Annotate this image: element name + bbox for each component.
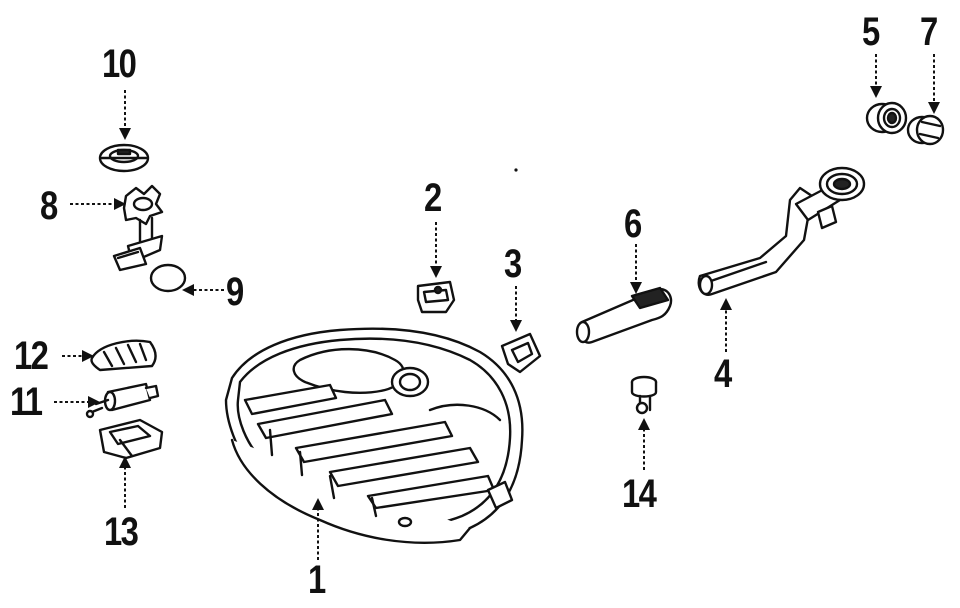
callout-2: 2: [424, 176, 442, 220]
callout-8: 8: [40, 184, 58, 228]
bracket-part-13: [98, 418, 164, 460]
fuel-tank-part-1: [224, 327, 524, 544]
leader-lines: [54, 54, 940, 560]
speck: [514, 168, 518, 172]
fuel-cap-part-7: [906, 114, 945, 146]
callout-14: 14: [622, 472, 657, 516]
callout-10: 10: [102, 42, 137, 86]
callout-11: 11: [10, 380, 43, 424]
callout-9: 9: [226, 270, 244, 314]
lock-ring-part-10: [98, 143, 150, 173]
strainer-part-9: [149, 263, 187, 293]
callout-5: 5: [862, 10, 880, 54]
hose-part-6: [575, 286, 673, 344]
cap-seal-part-5: [865, 101, 908, 135]
fuel-filter-part-11: [85, 382, 160, 419]
callout-13: 13: [104, 510, 139, 554]
shield-part-12: [90, 339, 157, 372]
filler-pipe-part-4: [697, 166, 866, 296]
callout-7: 7: [920, 10, 938, 54]
fuel-pump-assembly-part-8: [112, 184, 164, 272]
clip-part-14: [630, 375, 658, 415]
callout-12: 12: [14, 334, 49, 378]
callout-3: 3: [504, 242, 522, 286]
bracket-part-2: [416, 280, 456, 314]
callout-1: 1: [308, 558, 326, 602]
callout-4: 4: [714, 352, 732, 396]
callout-6: 6: [624, 202, 642, 246]
bracket-part-3: [500, 332, 542, 374]
